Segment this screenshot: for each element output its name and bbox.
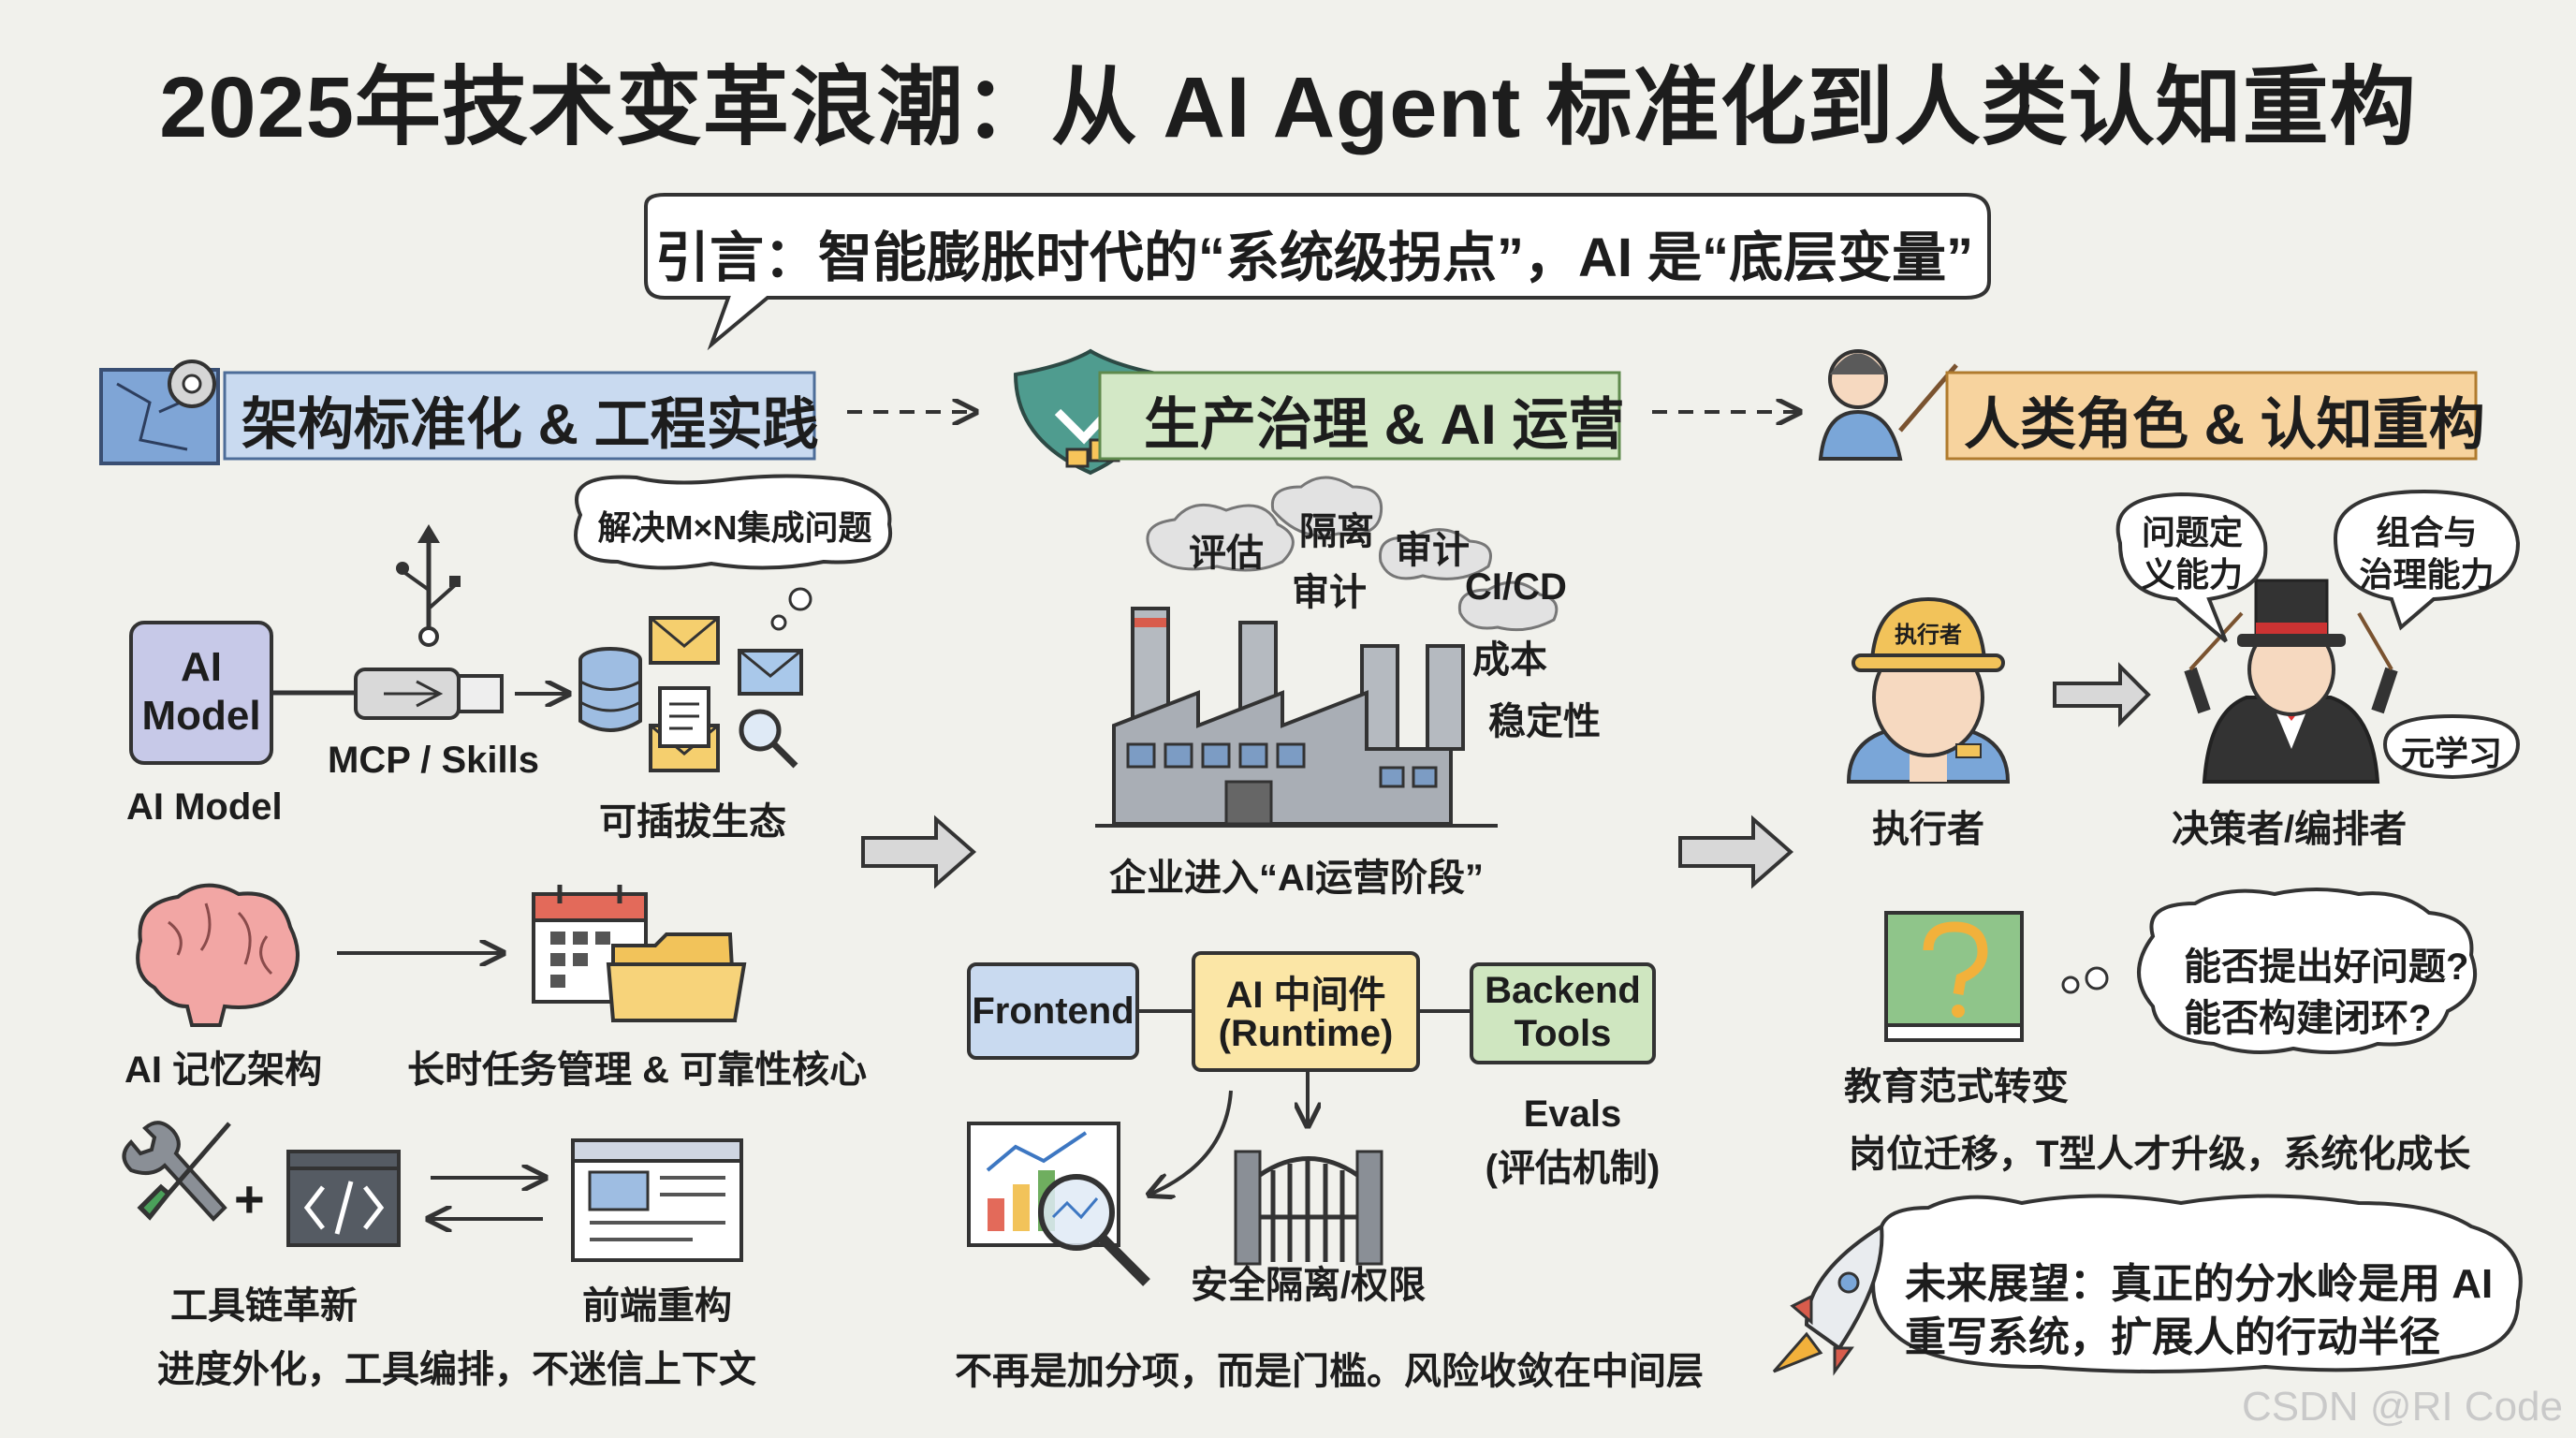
- question-book-icon: [1884, 911, 2024, 1042]
- thought-text-2: 能否构建闭环?: [2184, 998, 2432, 1039]
- bubble-problem: [2115, 492, 2268, 643]
- conductor-icon: [2184, 579, 2398, 784]
- smoke-label-cost: 成本: [1472, 639, 1547, 681]
- frontend-box-label: Frontend: [972, 990, 1134, 1032]
- long-task-label: 长时任务管理 & 可靠性核心: [407, 1049, 868, 1091]
- ai-model-box-label-2: Model: [141, 693, 261, 739]
- intro-bubble: [644, 193, 1991, 351]
- magnifier-icon: [739, 709, 798, 769]
- svg-text:+: +: [234, 1169, 265, 1228]
- smoke-label-eval: 评估: [1189, 533, 1264, 574]
- section-architecture: 架构标准化 & 工程实践: [242, 393, 819, 456]
- page-title: 2025年技术变革浪潮：从 AI Agent 标准化到人类认知重构: [159, 60, 2417, 155]
- section-governance: 生产治理 & AI 运营: [1144, 393, 1625, 456]
- human-banner: [1945, 371, 2478, 461]
- browser-icon: [571, 1138, 743, 1262]
- folder-icon: [606, 932, 747, 1022]
- middleware-box-label-2: (Runtime): [1218, 1013, 1394, 1054]
- frontend-rebuild-label: 前端重构: [582, 1285, 732, 1327]
- usb-icon: [396, 524, 461, 647]
- evals-label-1: Evals: [1523, 1093, 1622, 1135]
- smoke-label-audit-1: 审计: [1395, 530, 1470, 571]
- middleware-note: 不再是加分项，而是门槛。风险收敛在中间层: [955, 1351, 1704, 1392]
- section-human: 人类角色 & 认知重构: [1964, 393, 2485, 456]
- watermark: CSDN @RI Code: [2242, 1384, 2563, 1430]
- bubble-combine-text-1: 组合与: [2376, 513, 2478, 551]
- architecture-banner: [223, 371, 816, 461]
- pluggable-label: 可插拔生态: [599, 801, 786, 843]
- factory-smoke-clouds: [1146, 476, 1559, 632]
- toolchain-note: 进度外化，工具编排，不迷信上下文: [157, 1349, 756, 1390]
- document-icon: [658, 686, 710, 748]
- teacher-icon: [1818, 349, 1958, 461]
- database-icon: [578, 647, 642, 732]
- chart-magnifier-icon: [967, 1122, 1150, 1286]
- usb-plug-icon: [354, 668, 504, 720]
- gate-icon: [1234, 1150, 1383, 1266]
- code-icon: [286, 1150, 401, 1247]
- smoke-label-audit-2: 审计: [1292, 572, 1367, 613]
- bubble-meta: [2382, 713, 2521, 780]
- mcp-skills-label: MCP / Skills: [328, 740, 540, 781]
- thought-text-1: 能否提出好问题?: [2184, 946, 2469, 988]
- smoke-label-stability: 稳定性: [1488, 701, 1601, 742]
- mxn-bubble: [574, 474, 893, 570]
- education-label: 教育范式转变: [1844, 1066, 2069, 1108]
- decider-label: 决策者/编排者: [2172, 809, 2408, 850]
- ops-stage-label: 企业进入“AI运营阶段”: [1109, 858, 1484, 899]
- smoke-label-isolation: 隔离: [1299, 511, 1374, 552]
- middleware-box-label-1: AI 中间件: [1225, 975, 1386, 1016]
- governance-banner: [1098, 371, 1621, 461]
- bubble-combine-text-2: 治理能力: [2359, 555, 2495, 594]
- bubble-combine: [2333, 489, 2521, 631]
- ai-model-caption: AI Model: [126, 786, 283, 828]
- ai-model-box-label-1: AI: [181, 644, 222, 690]
- toolchain-label: 工具链革新: [170, 1285, 358, 1327]
- bubble-problem-text-1: 问题定: [2141, 513, 2243, 551]
- memory-label: AI 记忆架构: [124, 1049, 323, 1091]
- executor-label: 执行者: [1872, 809, 1984, 850]
- worker-icon: [1846, 596, 2011, 784]
- mxn-bubble-text: 解决M×N集成问题: [597, 508, 872, 547]
- backend-box-label-2: Tools: [1514, 1013, 1612, 1054]
- career-label: 岗位迁移，T型人才升级，系统化成长: [1849, 1134, 2471, 1175]
- bubble-problem-text-2: 义能力: [2141, 555, 2243, 594]
- smoke-label-cicd: CI/CD: [1465, 566, 1567, 608]
- blueprint-gear-icon: [99, 360, 220, 465]
- backend-box-label-1: Backend: [1485, 970, 1641, 1011]
- brain-icon: [136, 883, 300, 1027]
- bubble-meta-text: 元学习: [2400, 734, 2502, 772]
- factory-icon: [1095, 607, 1498, 828]
- future-text-1: 未来展望：真正的分水岭是用 AI: [1905, 1261, 2494, 1307]
- future-bubble: [1871, 1194, 2523, 1373]
- backend-box: [1470, 962, 1656, 1064]
- evals-label-2: (评估机制): [1485, 1148, 1661, 1189]
- future-text-2: 重写系统，扩展人的行动半径: [1905, 1314, 2440, 1360]
- rocket-icon: [1772, 1223, 1884, 1376]
- hat-label: 执行者: [1895, 623, 1962, 648]
- security-label: 安全隔离/权限: [1191, 1265, 1427, 1306]
- intro-text: 引言：智能膨胀时代的“系统级拐点”，AI 是“底层变量”: [655, 227, 1974, 288]
- thought-bubble: [2137, 888, 2477, 1054]
- wrench-screwdriver-icon: [122, 1121, 231, 1222]
